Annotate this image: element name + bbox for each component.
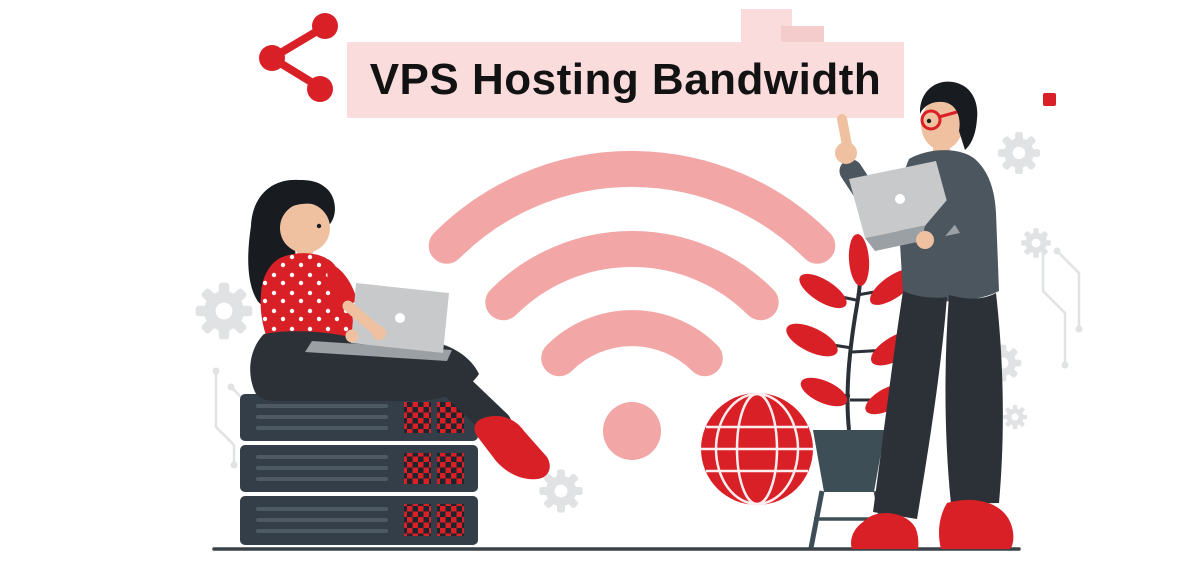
red-square-accent [1043,93,1056,106]
gear-icon [997,131,1041,175]
gear-icon [1002,404,1028,430]
server-unit [240,445,478,492]
woman-figure [248,179,550,480]
woman-face [280,203,330,253]
woman-shoe [474,416,550,480]
woman-hand [345,329,359,343]
globe-icon [701,392,813,506]
man-holding-arm [924,180,980,242]
wifi-arc-outer [428,151,836,264]
thumbs-up-thumb [837,114,852,150]
laptop-logo-dot [395,313,405,323]
man-pants-left-leg [873,291,947,519]
laptop-logo-dot [895,194,905,204]
title-banner [347,42,904,118]
plant-leaf [799,273,847,309]
gear-icon [1021,228,1051,258]
woman-hair-fringe [283,189,334,214]
wifi-dot [603,402,661,460]
server-unit [240,496,478,545]
woman-forearm [342,300,381,335]
man-eye [926,118,932,124]
man-shoe [851,513,919,549]
gear-icon [195,282,253,340]
woman-hand [372,326,386,340]
man-shoe [939,499,1014,549]
man-glasses-temple [938,110,958,119]
wifi-arc-middle [485,230,779,321]
man-hair [919,81,978,150]
man-glasses [920,109,942,131]
man-hand [916,231,934,249]
plant-pot [813,430,885,492]
server-stack [240,394,478,545]
man-pants-right-leg [945,293,1003,504]
woman-eye [316,223,322,229]
wifi-arc-inner [541,310,723,377]
share-network-icon [259,13,338,102]
woman-laptop-base [305,341,452,361]
server-unit [240,394,478,441]
plant-leaf [848,234,870,286]
woman-sleeve [327,262,357,313]
man-figure [835,81,1014,549]
plant-leaf [786,323,838,357]
wifi-signal-icon [428,151,836,460]
plant-leaf [800,377,848,407]
thumbs-up-hand [835,142,857,164]
gear-icon [539,469,583,513]
